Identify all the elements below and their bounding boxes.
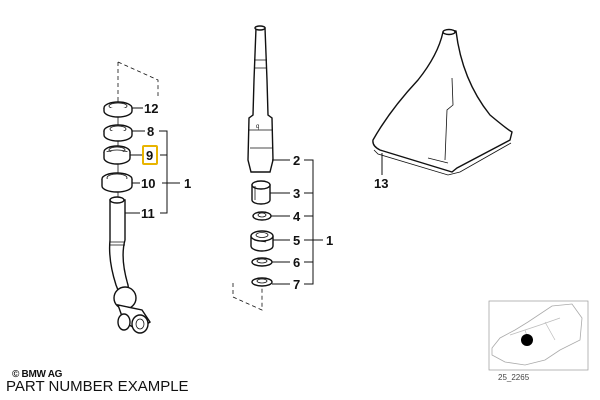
callout-9[interactable]: 9 (146, 148, 153, 163)
svg-text:q: q (256, 124, 259, 130)
diagram-reference-number: 25_2265 (498, 373, 530, 382)
part-10-bushing[interactable] (101, 172, 133, 193)
callout-12[interactable]: 12 (144, 101, 158, 116)
copyright-notice: © BMW AG (12, 369, 63, 380)
callout-5[interactable]: 5 (293, 233, 300, 248)
part-8-bearing[interactable] (103, 124, 133, 142)
highlighted-part-9-box (142, 145, 158, 165)
callout-13[interactable]: 13 (374, 176, 388, 191)
callout-8[interactable]: 8 (147, 124, 154, 139)
callout-3[interactable]: 3 (293, 186, 300, 201)
callout-6[interactable]: 6 (293, 255, 300, 270)
gear-lever-assembly: q (232, 25, 333, 311)
callout-11[interactable]: 11 (141, 206, 155, 221)
selector-rod-assembly: 12 8 9 10 11 1 (101, 61, 191, 334)
part-number-caption: PART NUMBER EXAMPLE (6, 378, 189, 395)
callout-2[interactable]: 2 (293, 153, 300, 168)
part-11-selector-rod[interactable] (108, 196, 151, 334)
location-marker-icon (521, 334, 533, 346)
callout-4[interactable]: 4 (293, 209, 301, 224)
part-5-bushing[interactable] (250, 230, 274, 252)
part-2-gear-lever[interactable]: q (247, 25, 274, 173)
part-6-washer[interactable] (251, 257, 273, 267)
car-location-thumbnail (488, 300, 589, 371)
callout-7[interactable]: 7 (293, 277, 300, 292)
part-9-spring-ring[interactable] (103, 145, 131, 165)
shift-boot[interactable]: 13 (372, 28, 513, 192)
callout-group-1-left[interactable]: 1 (184, 176, 191, 191)
part-12-ring[interactable] (103, 101, 133, 118)
part-4-washer[interactable] (252, 211, 272, 221)
callout-group-1-middle[interactable]: 1 (326, 233, 333, 248)
callout-10[interactable]: 10 (141, 176, 155, 191)
part-7-ring[interactable] (251, 277, 273, 287)
part-3-sleeve[interactable] (251, 180, 271, 205)
